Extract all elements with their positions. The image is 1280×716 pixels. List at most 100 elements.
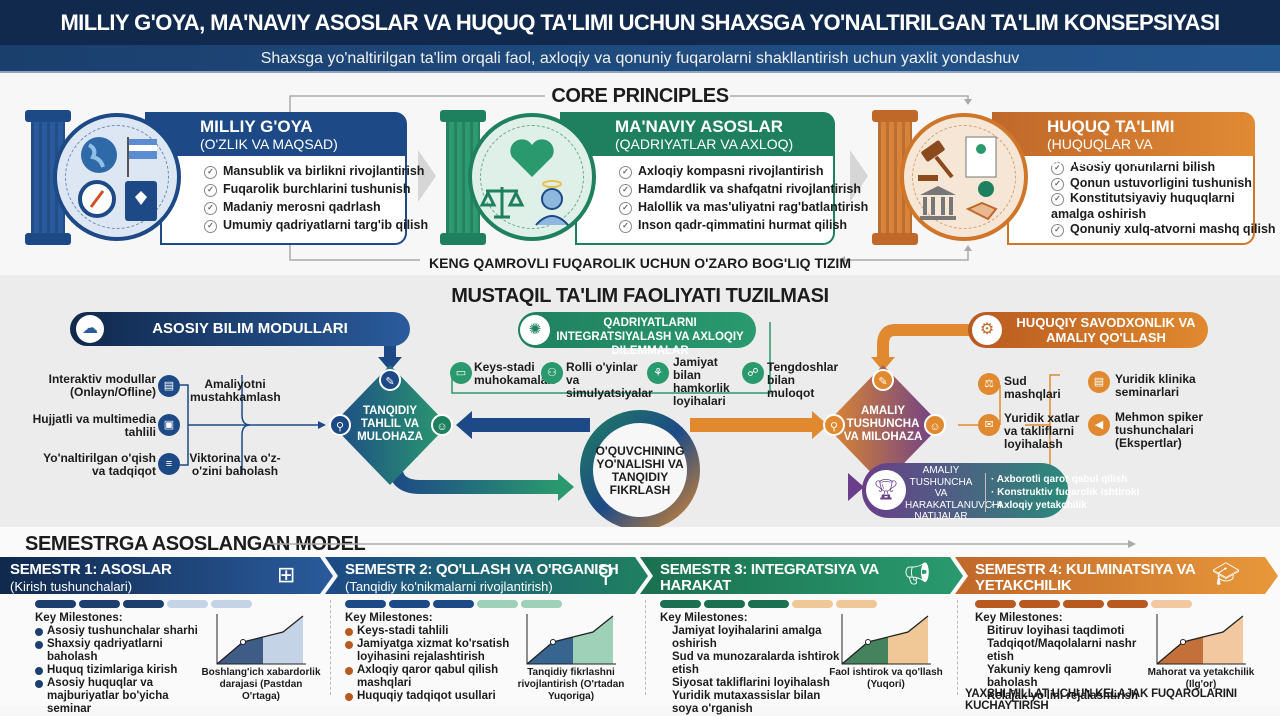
semester-subtitle: (Tanqidiy ko'nikmalarni rivojlantirish) xyxy=(345,579,553,594)
module-item: Interaktiv modullar (Onlayn/Ofline) xyxy=(48,372,156,399)
card-subtitle: (QADRIYATLAR VA AXLOQ) xyxy=(615,136,794,152)
critical-analysis-diamond: TANQIDIY TAHLIL VA MULOHAZA xyxy=(357,405,423,443)
divider xyxy=(330,600,331,695)
milestones-heading: Key Milestones: xyxy=(660,612,748,624)
card-title: HUQUQ TA'LIMI xyxy=(1047,117,1175,136)
pillar-icon xyxy=(872,110,918,245)
semester-2-band: SEMESTR 2: QO'LLASH VA O'RGANISH(Tanqidi… xyxy=(335,557,635,595)
core-modules-pill: ASOSIY BILIM MODULLARI xyxy=(70,312,410,346)
identity-illustration xyxy=(53,113,181,241)
progress-segment xyxy=(521,600,562,608)
growth-mini-chart xyxy=(841,614,931,665)
chart-caption: Tanqidiy fikrlashni rivojlantirish (O'rt… xyxy=(517,667,625,702)
chart-caption: Mahorat va yetakchilik (Ilg'or) xyxy=(1147,667,1255,690)
multimedia-icon: ▣ xyxy=(158,414,180,436)
progress-segment xyxy=(123,600,164,608)
legal-item: Mehmon spiker tushunchalari (Ekspertlar) xyxy=(1115,410,1204,450)
values-item: Keys-stadi muhokamalari xyxy=(474,360,556,387)
list-item: Qonun ustuvorligini tushunish xyxy=(1051,176,1253,192)
head-icon: ☺ xyxy=(924,414,946,436)
milestones-heading: Key Milestones: xyxy=(35,612,123,624)
progress-segment xyxy=(975,600,1016,608)
semester-1-band: SEMESTR 1: ASOSLAR(Kirish tushunchalari) xyxy=(0,557,320,595)
progress-segment xyxy=(660,600,701,608)
legal-literacy-pill: HUQUQIY SAVODXONLIK VA AMALIY QO'LLASH xyxy=(968,312,1208,348)
semester-title: SEMESTR 4: KULMINATSIYA VA YETAKCHILIK xyxy=(975,561,1195,594)
case-study-icon: ▭ xyxy=(450,362,472,384)
milestone-item: Jamiyatga xizmat ko'rsatish loyihasini r… xyxy=(345,638,525,664)
scales-icon: ⚖ xyxy=(978,373,1000,395)
magnifier-icon: ⚲ xyxy=(823,414,845,436)
megaphone-icon: ◀ xyxy=(1088,414,1110,436)
community-icon: ⚘ xyxy=(647,362,669,384)
closing-slogan: YAXSHI MILLAT UCHUN KELAJAK FUQAROLARINI… xyxy=(965,688,1237,712)
milestone-item: Yuridik mutaxassislar bilan soya o'rgani… xyxy=(672,690,821,715)
dialogue-icon: ☍ xyxy=(742,362,764,384)
growth-mini-chart xyxy=(1156,614,1246,665)
handshake-icon xyxy=(965,201,998,221)
core-footer: KENG QAMROVLI FUQAROLIK UCHUN O'ZARO BOG… xyxy=(429,255,851,271)
card-header: MILLIY G'OYA(O'ZLIK VA MAQSAD) xyxy=(145,112,407,156)
progress-segment xyxy=(389,600,430,608)
practical-insight-diamond: AMALIY TUSHUNCHA VA MILOHAZA xyxy=(843,405,923,443)
values-item: Jamiyat bilan hamkorlik loyihalari xyxy=(673,355,730,408)
clinic-icon: ▤ xyxy=(1088,371,1110,393)
semester-title: SEMESTR 2: QO'LLASH VA O'RGANISH xyxy=(345,561,619,578)
divider xyxy=(645,600,646,695)
scales-icon xyxy=(479,187,525,219)
milestone-item: Jamiyat loyihalarini amalga oshirish xyxy=(672,625,822,650)
timeline-arrow xyxy=(270,540,1136,548)
document-icon xyxy=(965,136,997,178)
growth-mini-chart xyxy=(526,614,616,665)
chevron-right-icon xyxy=(418,150,436,202)
semester-title: SEMESTR 3: INTEGRATSIYA VA HARAKAT xyxy=(660,561,879,594)
progress-segment xyxy=(35,600,76,608)
chart-caption: Boshlang'ich xabardorlik darajasi (Pastd… xyxy=(201,667,321,702)
milestone-item: Axloqiy qaror qabul qilish mashqlari xyxy=(345,664,525,690)
module-item: Yo'naltirilgan o'qish va tadqiqot xyxy=(43,451,156,478)
head-icon: ☺ xyxy=(431,414,453,436)
progress-segment xyxy=(836,600,877,608)
heart-icon xyxy=(510,139,554,177)
milestones-list: Key Milestones:Bitiruv loyihasi taqdimot… xyxy=(975,612,1155,703)
progress-segment xyxy=(1151,600,1192,608)
list-item: Konstitutsiyaviy huquqlarni amalga oshir… xyxy=(1051,191,1251,222)
outcomes-label: AMALIY TUSHUNCHA VA HARAKATLANUVCHI NATI… xyxy=(905,465,1003,522)
milestone-item: Huquq tizimlariga kirish xyxy=(35,664,215,677)
thinking-icon: ✎ xyxy=(379,369,401,391)
milestone-item: Kelajak yo'lini rejalashtirish xyxy=(987,690,1139,702)
progress-segment xyxy=(167,600,208,608)
progress-segment xyxy=(704,600,745,608)
milestone-item: Siyosat takliflarini loyihalash xyxy=(672,677,830,689)
semester-title: SEMESTR 1: ASOSLAR xyxy=(10,561,172,578)
milestone-item: Huquqiy tadqiqot usullari xyxy=(345,690,525,703)
structure-title: MUSTAQIL TA'LIM FAOLIYATI TUZILMASI xyxy=(451,285,829,307)
list-item: Umumiy qadriyatlarni targ'ib qilish xyxy=(204,216,428,234)
progress-segment xyxy=(79,600,120,608)
list-item: Hamdardlik va shafqatni rivojlantirish xyxy=(619,180,861,198)
list-item: Asosiy qonunlarni bilish xyxy=(1051,160,1253,176)
milestones-list: Key Milestones:Jamiyat loyihalarini amal… xyxy=(660,612,840,716)
milestone-item: Sud va munozaralarda ishtirok etish xyxy=(672,651,840,676)
milestone-item: Shaxsiy qadriyatlarni baholash xyxy=(35,638,215,664)
values-item: Rolli o'yinlar va simulyatsiyalar xyxy=(566,360,653,400)
card-header: MA'NAVIY ASOSLAR(QADRIYATLAR VA AXLOQ) xyxy=(560,112,835,156)
card-huquq-talimi: HUQUQ TA'LIMI(HUQUQLAR VA MAJBURIYATLAR)… xyxy=(872,110,1276,245)
card-subtitle: (O'ZLIK VA MAQSAD) xyxy=(200,136,338,152)
law-illustration xyxy=(900,113,1028,241)
hierarchy-icon: ⊞ xyxy=(277,562,296,587)
card-title: MA'NAVIY ASOSLAR xyxy=(615,117,784,136)
brain-icon: ✺ xyxy=(520,315,550,345)
progress-segment xyxy=(1107,600,1148,608)
gear-icon: ⚙ xyxy=(972,315,1002,345)
milestone-item: Bitiruv loyihasi taqdimoti xyxy=(987,625,1125,637)
progress-segment xyxy=(1019,600,1060,608)
list-item: Axloqiy kompasni rivojlantirish xyxy=(619,162,833,180)
practice-label: Amaliyotni mustahkamlash xyxy=(190,377,281,404)
milestone-item: Keys-stadi tahlili xyxy=(345,625,525,638)
interactive-module-icon: ▤ xyxy=(158,375,180,397)
list-item: Inson qadr-qimmatini hurmat qilish xyxy=(619,216,847,234)
growth-mini-chart xyxy=(216,614,306,665)
values-illustration xyxy=(468,113,596,241)
semester-subtitle: (Kirish tushunchalari) xyxy=(10,579,133,594)
